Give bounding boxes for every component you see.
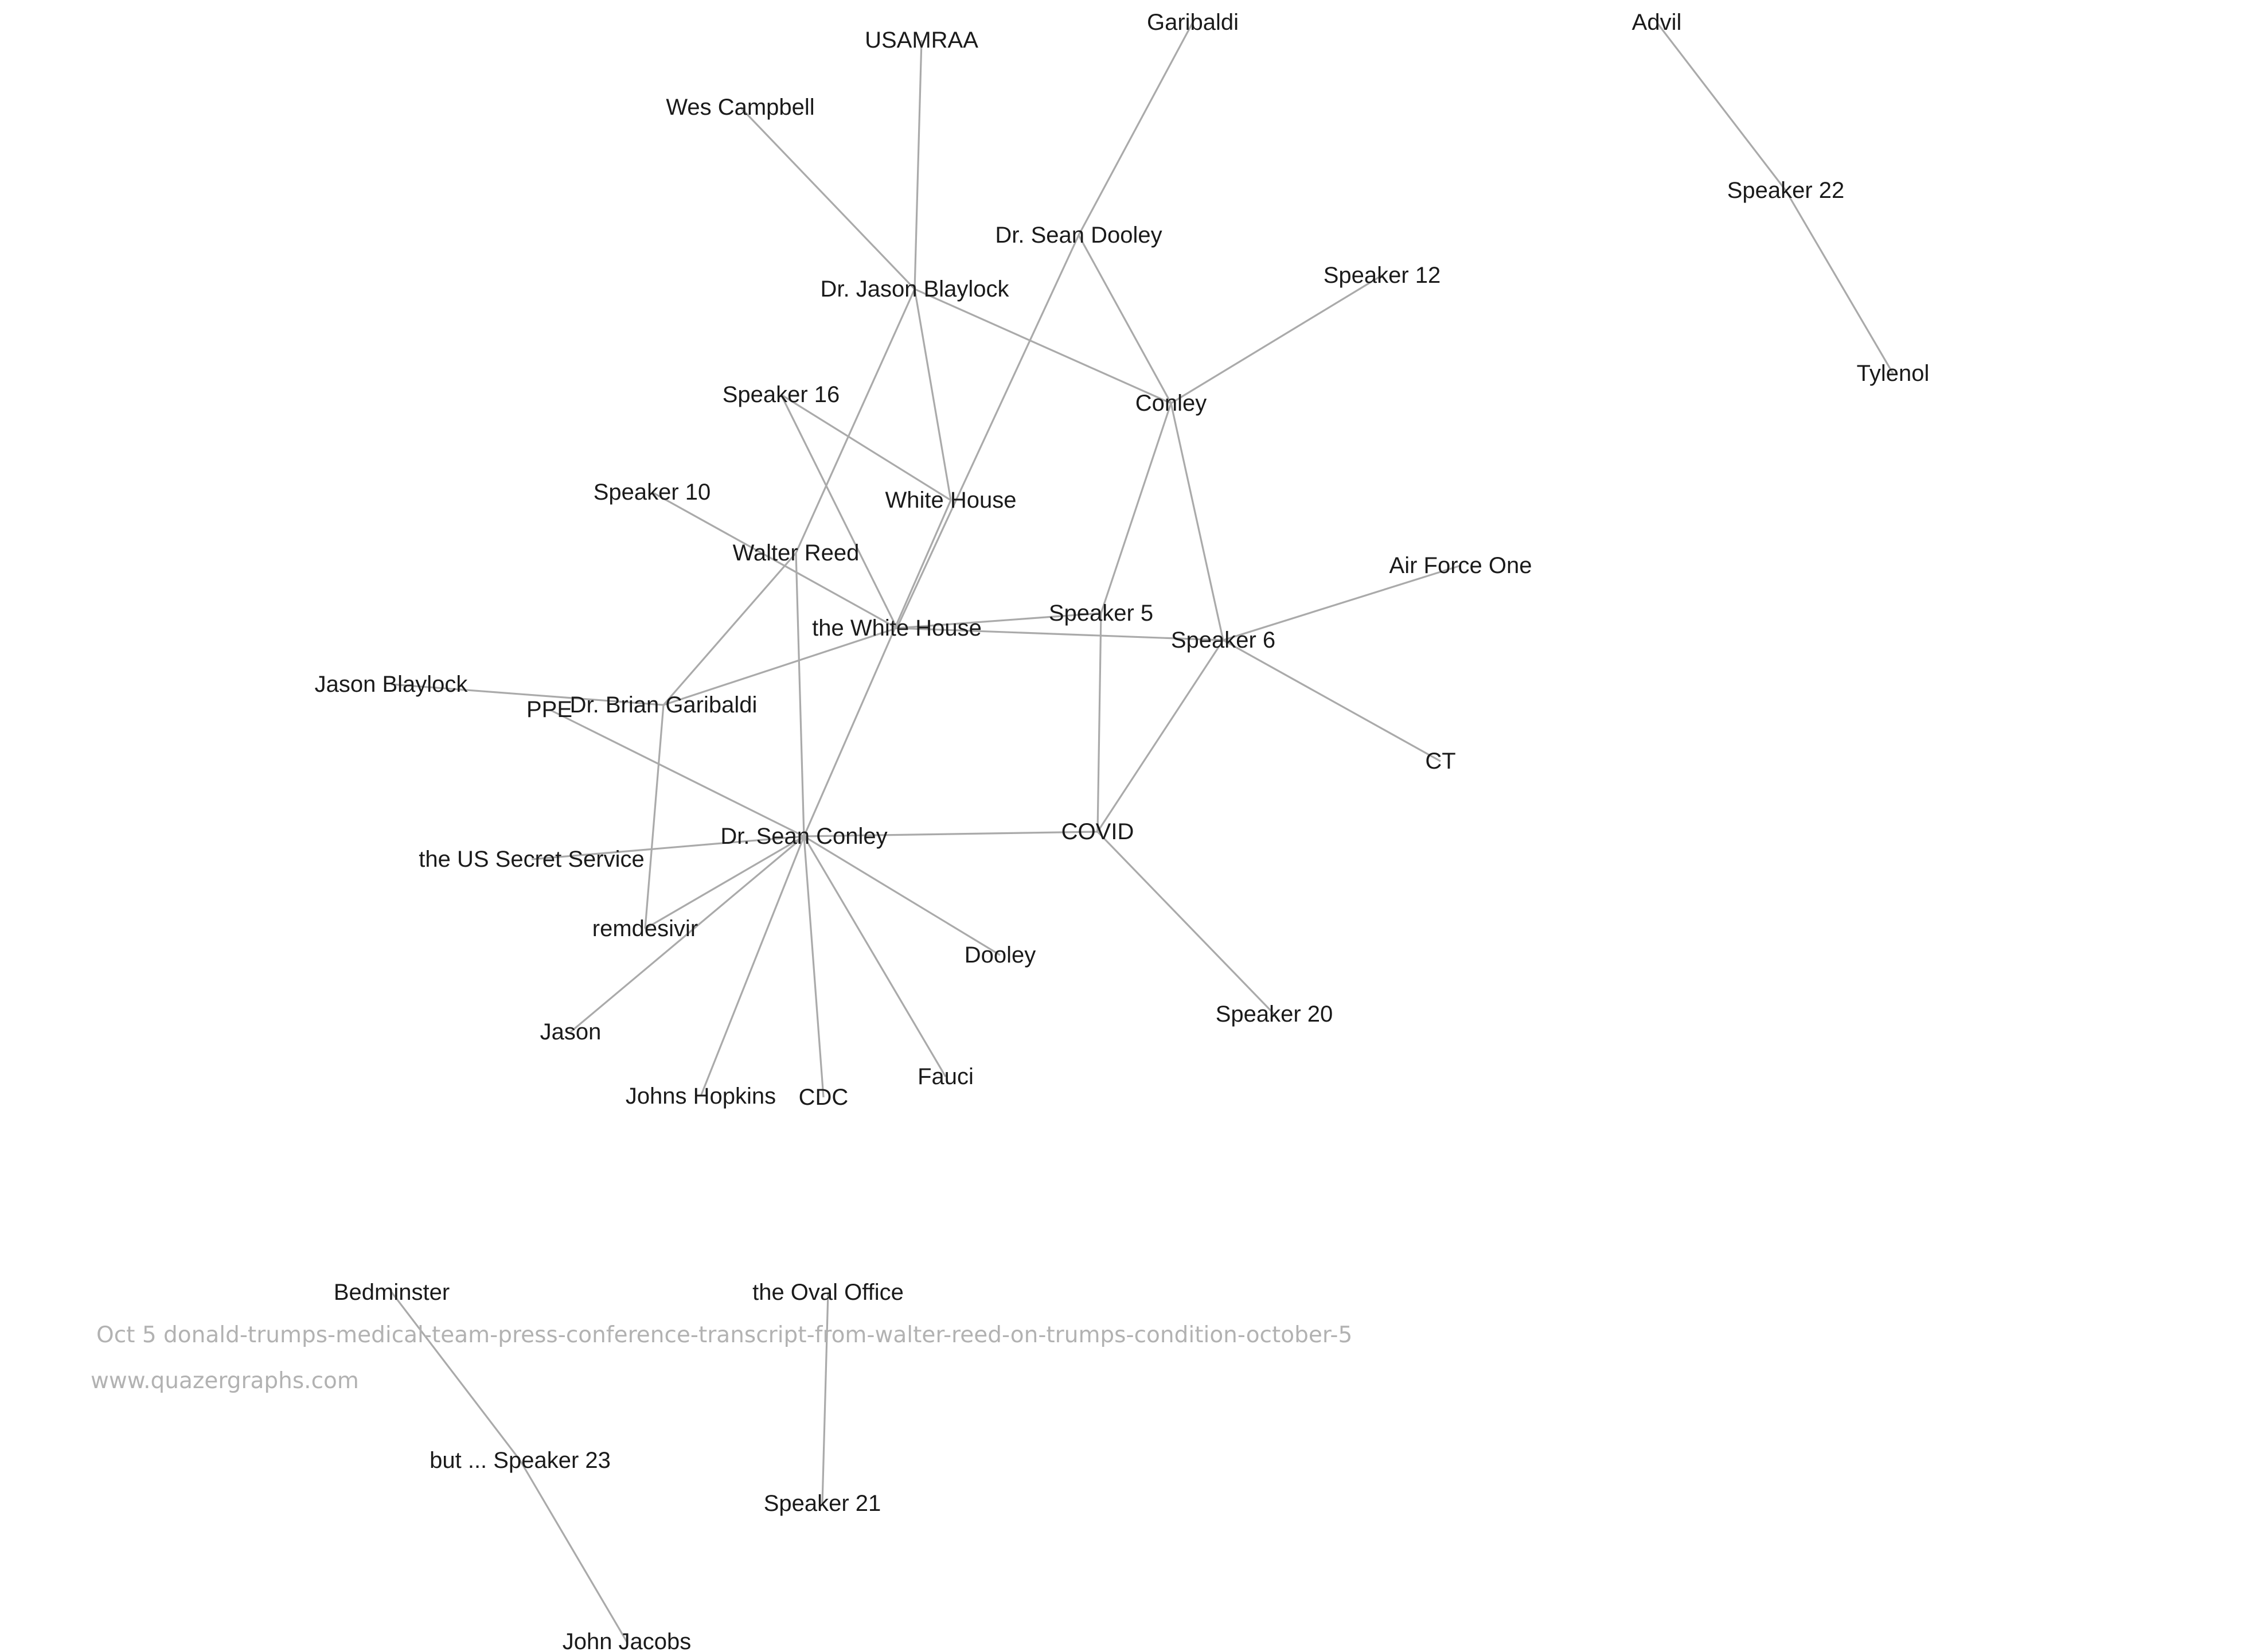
node-dr-sean-conley: Dr. Sean Conley <box>720 824 887 849</box>
node-ct: CT <box>1425 749 1455 774</box>
graph-caption-site: www.quazergraphs.com <box>91 1368 359 1394</box>
edge-conley-speaker-6 <box>1170 403 1224 641</box>
edge-usamraa-dr-jason-blaylock <box>914 40 923 290</box>
edge-dr-sean-dooley-conley <box>1078 235 1172 404</box>
edge-oval-office-speaker-21 <box>821 1292 829 1504</box>
node-conley: Conley <box>1135 391 1207 416</box>
node-ppe: PPE <box>526 697 572 722</box>
edge-speaker-6-covid <box>1096 640 1224 832</box>
edge-speaker-10-the-white-house <box>651 491 897 629</box>
edge-dr-sean-conley-covid <box>803 831 1098 837</box>
edge-the-white-house-dr-brian-garibaldi <box>663 627 897 706</box>
edge-dr-jason-blaylock-conley <box>914 288 1172 404</box>
edge-the-white-house-speaker-5 <box>896 612 1102 629</box>
edge-advil-speaker-22 <box>1656 22 1787 191</box>
edge-bedminster-speaker-23 <box>391 1292 521 1461</box>
edge-speaker-22-tylenol <box>1785 190 1894 374</box>
edge-walter-reed-dr-brian-garibaldi <box>662 552 797 706</box>
node-speaker-12: Speaker 12 <box>1324 263 1441 288</box>
node-dr-jason-blaylock: Dr. Jason Blaylock <box>820 276 1009 302</box>
node-jason: Jason <box>540 1019 602 1045</box>
node-walter-reed: Walter Reed <box>733 540 860 566</box>
edge-dr-brian-garibaldi-remdesivir <box>644 704 665 929</box>
node-speaker-5: Speaker 5 <box>1049 601 1153 626</box>
edge-jason-blaylock-dr-brian-garibaldi <box>391 683 664 706</box>
node-usamraa: USAMRAA <box>865 28 978 53</box>
node-speaker-10: Speaker 10 <box>594 480 711 505</box>
edge-dr-sean-conley-us-secret-service <box>531 835 805 860</box>
edge-speaker-12-conley <box>1170 274 1383 404</box>
edge-speaker-16-white-house <box>780 393 951 501</box>
node-advil: Advil <box>1632 10 1682 35</box>
graph-edges <box>391 22 1894 1642</box>
node-dr-brian-garibaldi: Dr. Brian Garibaldi <box>570 692 758 718</box>
node-speaker-23: but ... Speaker 23 <box>430 1448 611 1473</box>
edge-ppe-dr-sean-conley <box>549 708 805 837</box>
node-john-jacobs: John Jacobs <box>563 1629 692 1652</box>
node-jason-blaylock: Jason Blaylock <box>315 672 469 697</box>
edge-speaker-16-the-white-house <box>780 394 898 629</box>
node-speaker-16: Speaker 16 <box>723 382 840 407</box>
node-wes-campbell: Wes Campbell <box>666 95 814 120</box>
node-remdesivir: remdesivir <box>592 916 698 941</box>
node-johns-hopkins: Johns Hopkins <box>626 1084 776 1109</box>
edge-the-white-house-speaker-6 <box>896 627 1224 641</box>
node-tylenol: Tylenol <box>1857 361 1930 386</box>
node-speaker-22: Speaker 22 <box>1727 178 1845 203</box>
node-dooley: Dooley <box>965 942 1036 968</box>
edge-dr-sean-conley-remdesivir <box>645 835 805 930</box>
edge-dr-sean-conley-cdc <box>803 836 825 1098</box>
node-covid: COVID <box>1061 819 1134 844</box>
edge-conley-speaker-5 <box>1100 403 1172 614</box>
node-white-house: White House <box>885 488 1017 513</box>
edge-dr-sean-dooley-the-white-house <box>896 235 1080 629</box>
node-fauci: Fauci <box>918 1064 974 1089</box>
node-speaker-20: Speaker 20 <box>1216 1002 1333 1027</box>
node-bedminster: Bedminster <box>334 1280 450 1305</box>
edge-dr-sean-conley-jason <box>569 835 805 1033</box>
node-garibaldi: Garibaldi <box>1147 10 1239 35</box>
edge-walter-reed-dr-sean-conley <box>795 552 805 837</box>
edge-wes-campbell-dr-jason-blaylock <box>739 106 916 290</box>
node-air-force-one: Air Force One <box>1389 553 1532 578</box>
node-the-white-house: the White House <box>812 615 982 641</box>
node-speaker-6: Speaker 6 <box>1171 628 1275 653</box>
edge-dr-sean-conley-fauci <box>803 836 947 1077</box>
edge-speaker-5-covid <box>1096 613 1102 832</box>
edge-white-house-dr-sean-conley <box>803 500 952 837</box>
edge-dr-sean-conley-dooley <box>803 835 1001 956</box>
node-dr-sean-dooley: Dr. Sean Dooley <box>995 223 1162 248</box>
node-oval-office: the Oval Office <box>752 1280 904 1305</box>
edge-garibaldi-dr-sean-dooley <box>1078 22 1194 236</box>
graph-caption-title: Oct 5 donald-trumps-medical-team-press-c… <box>96 1322 1353 1348</box>
node-us-secret-service: the US Secret Service <box>419 847 645 872</box>
edge-speaker-23-john-jacobs <box>519 1460 628 1642</box>
edge-dr-sean-conley-johns-hopkins <box>700 836 805 1097</box>
edge-speaker-6-air-force-one <box>1223 564 1461 641</box>
node-speaker-21: Speaker 21 <box>764 1491 881 1516</box>
node-cdc: CDC <box>799 1085 849 1110</box>
edge-dr-jason-blaylock-white-house <box>914 289 952 501</box>
edge-covid-speaker-20 <box>1096 831 1275 1015</box>
edge-dr-jason-blaylock-walter-reed <box>795 289 916 554</box>
edge-speaker-6-ct <box>1223 639 1441 762</box>
